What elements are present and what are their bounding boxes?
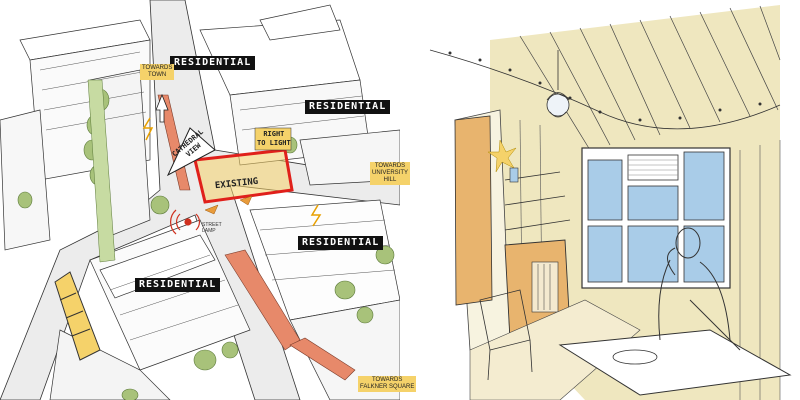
seated-person (659, 228, 740, 350)
window-panes (588, 152, 724, 282)
tree (194, 350, 216, 370)
flower-icon (488, 140, 516, 172)
tree (222, 342, 238, 358)
wood-panel (455, 116, 492, 305)
window-frame (582, 148, 730, 288)
wood-cabinet (505, 240, 570, 340)
vase (510, 168, 518, 182)
tree (335, 281, 355, 299)
residential-label: RESIDENTIAL (298, 236, 383, 250)
towards-town-tag: TOWARDS TOWN (140, 64, 174, 80)
left-wall (455, 110, 510, 350)
residential-label: RESIDENTIAL (170, 56, 255, 70)
residential-label: RESIDENTIAL (305, 100, 390, 114)
tree (357, 307, 373, 323)
right-to-light-label: RIGHT TO LIGHT (257, 130, 291, 148)
tree (18, 192, 32, 208)
string-lights (430, 50, 780, 129)
back-wall (490, 5, 780, 400)
chair (480, 290, 532, 380)
plate (613, 350, 657, 364)
floor (470, 300, 640, 400)
cabinet-books (532, 262, 558, 312)
pendant-lamp-icon (547, 50, 569, 117)
tree (151, 196, 169, 214)
table (560, 330, 790, 395)
street-lamp-label: STREET LAMP (202, 222, 222, 234)
tree (122, 389, 138, 400)
towards-university-tag: TOWARDS UNIVERSITY HILL (370, 162, 410, 185)
towards-square-tag: TOWARDS FALKNER SQUARE (358, 376, 416, 392)
shelving-unit (505, 172, 570, 230)
residential-label: RESIDENTIAL (135, 278, 220, 292)
